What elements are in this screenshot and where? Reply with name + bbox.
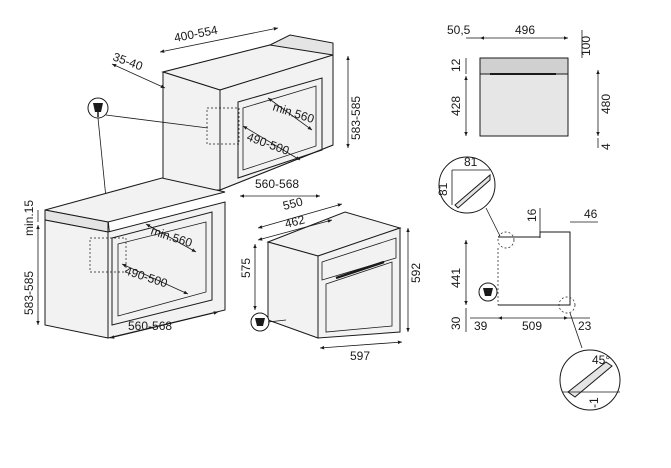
undercounter-height-label: 583-585 xyxy=(22,271,36,315)
undercounter-cutout-width-label: 560-568 xyxy=(128,319,172,333)
detail-top-marker xyxy=(497,231,515,249)
oven-front-face xyxy=(317,227,401,339)
column-depth-dimline xyxy=(159,27,279,53)
detail-bottom-leader xyxy=(569,312,583,349)
front-body-height-label: 428 xyxy=(449,96,463,116)
undercounter-cutout-depth-dimline xyxy=(145,223,197,253)
column-topgap-dimline xyxy=(111,63,166,89)
side-offset-b-label: 46 xyxy=(584,207,598,221)
undercounter-cabinet: min.15 583-585 min.560 490-500 560-568 xyxy=(22,177,226,339)
plug-icon-oven xyxy=(250,312,270,332)
column-cabinet: 400-554 35-40 min.560 490-500 560-568 58… xyxy=(111,23,363,198)
detail-top-bevel xyxy=(454,173,491,209)
oven-total-depth-label: 550 xyxy=(281,194,304,213)
undercounter-front xyxy=(44,219,109,339)
oven-width-dimline xyxy=(319,340,403,350)
side-right-label: 23 xyxy=(578,319,592,333)
oven-body-height-label: 575 xyxy=(239,258,253,278)
detail-bottom-tolerance: -1 xyxy=(587,397,601,408)
column-height-label: 583-585 xyxy=(349,96,363,140)
front-width-label: 496 xyxy=(515,23,535,37)
front-bottom-gap-label: 4 xyxy=(599,143,613,150)
detail-bottom-marker xyxy=(558,296,576,314)
undercounter-cutout-height-dimline xyxy=(121,263,189,295)
front-panel-label: 12 xyxy=(449,58,463,72)
column-cutout-depth-dimline xyxy=(267,97,313,131)
front-elevation-panel xyxy=(479,57,569,75)
undercounter-socket-area xyxy=(89,237,127,273)
oven-control-panel xyxy=(321,237,397,281)
detail-circle-top: 81 81 xyxy=(436,155,496,214)
oven-front-height-label: 592 xyxy=(409,263,423,283)
side-bottom-label: 30 xyxy=(449,316,463,330)
column-cabinet-front xyxy=(162,71,221,191)
plug-icon-top xyxy=(87,97,109,119)
oven-side-face xyxy=(267,241,319,339)
front-elevation: 496 50,5 100 12 428 480 4 xyxy=(447,23,613,150)
plug-leader-column xyxy=(105,114,209,129)
front-total-height-label: 480 xyxy=(599,94,613,114)
side-depth-label: 509 xyxy=(522,319,542,333)
side-left-label: 39 xyxy=(474,319,488,333)
oven-body-depth-dimline xyxy=(257,219,333,241)
column-cutout-width-label: 560-568 xyxy=(255,177,299,191)
oven-width-label: 597 xyxy=(350,349,370,363)
column-topgap-label: 35-40 xyxy=(111,50,145,74)
side-section-outline xyxy=(498,231,571,306)
detail-top-leader xyxy=(485,207,501,237)
detail-bottom-angle: 45° xyxy=(592,353,610,367)
front-topgap-label: 100 xyxy=(579,36,593,56)
plug-icon-side xyxy=(478,282,498,302)
detail-circle-bottom: 45° -1 xyxy=(559,349,621,411)
oven-door-handle xyxy=(335,260,385,280)
plug-leader-oven xyxy=(267,319,287,323)
detail-top-label-b: 81 xyxy=(436,182,450,196)
undercounter-cutout-width-dimline xyxy=(109,311,219,339)
oven-body-depth-label: 462 xyxy=(283,212,306,231)
column-cutout xyxy=(237,77,323,179)
side-section: 16 46 441 30 39 509 23 xyxy=(449,207,598,333)
undercounter-cutout xyxy=(111,211,213,326)
detail-top-label-a: 81 xyxy=(464,155,478,169)
oven-3d: 550 462 575 592 597 xyxy=(239,194,423,363)
front-depth-label: 50,5 xyxy=(447,23,471,37)
side-height-label: 441 xyxy=(449,268,463,288)
oven-door-window xyxy=(325,261,393,333)
detail-bottom-bevel xyxy=(567,361,613,398)
undercounter-mingap-label: min.15 xyxy=(22,200,36,236)
column-cutout-height-dimline xyxy=(242,125,301,161)
column-socket-area xyxy=(206,107,240,145)
side-offset-a-label: 16 xyxy=(525,208,539,222)
